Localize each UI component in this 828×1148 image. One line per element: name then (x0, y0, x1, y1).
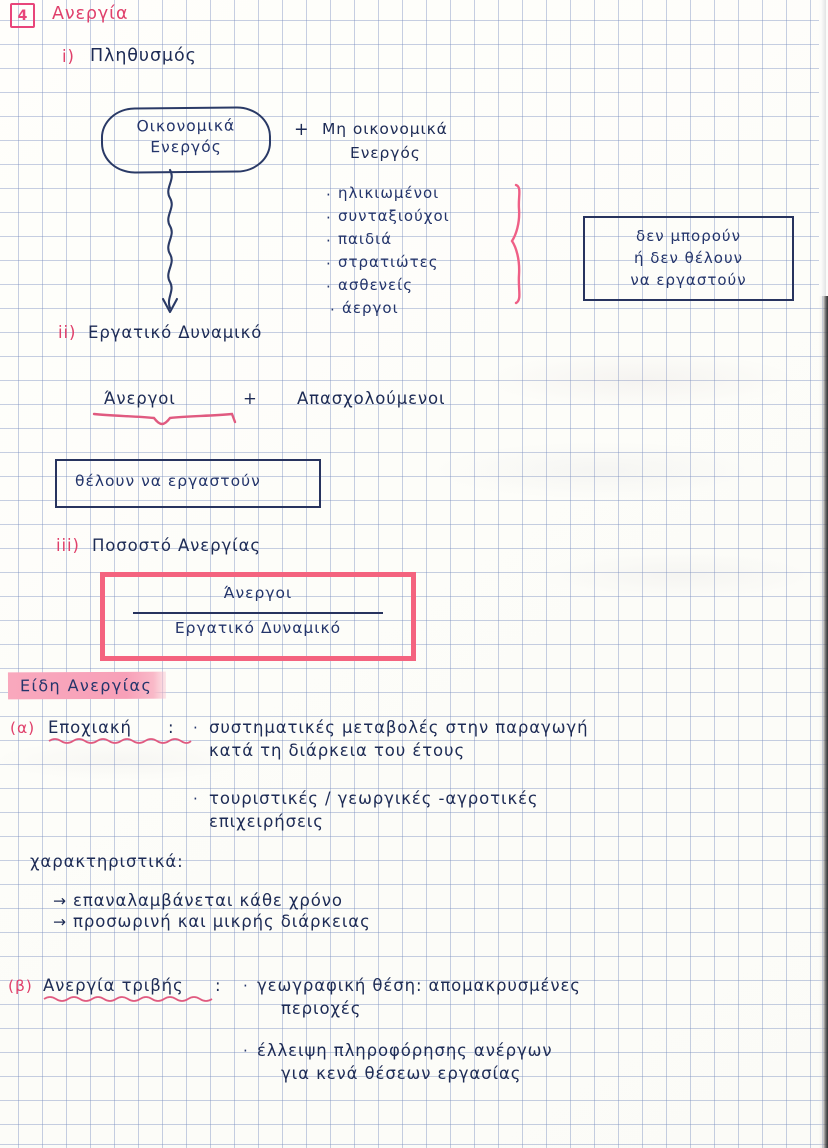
term-unemployed: Άνεργοι (104, 389, 176, 408)
bullet-dot: · (193, 719, 198, 737)
type-a-marker: (α) (10, 719, 36, 737)
section-i-marker: i) (62, 47, 75, 66)
plus-sign-population: + (294, 120, 310, 140)
bullet-dot: · (243, 977, 248, 995)
type-b-bullet-1-line-1: για κενά θέσεων εργασίας (281, 1064, 522, 1083)
type-b-colon: : (215, 976, 222, 995)
bullet-item-2: παιδιά (338, 230, 393, 248)
note-box-line-0: δεν μπορούν (636, 227, 741, 245)
type-b-name: Ανεργία τριβής (43, 976, 184, 995)
page-title: Ανεργία (52, 4, 129, 24)
oval-economically-active: Οικονομικά Ενεργός (100, 106, 272, 174)
bullet-item-4: ασθενείς (338, 276, 414, 294)
non-active-line-2: Ενεργός (350, 144, 421, 162)
bullet-dot: · (326, 209, 331, 227)
bullet-dot: · (326, 278, 331, 296)
section-number-badge: 4 (10, 3, 35, 28)
note-box-line-2: να εργαστούν (630, 271, 747, 289)
bullet-dot: · (326, 186, 331, 204)
non-active-line-1: Μη οικονομικά (322, 120, 448, 138)
oval-line-2: Ενεργός (150, 137, 222, 157)
red-brace-icon (510, 183, 521, 305)
note-box-cannot-or-will-not-work: δεν μπορούν ή δεν θέλουν να εργαστούν (583, 216, 794, 301)
type-b-bullet-1-line-0: έλλειψη πληροφόρησης ανέργων (257, 1041, 553, 1060)
type-a-bullet-0-line-0: συστηματικές μεταβολές στην παραγωγή (209, 718, 589, 737)
type-a-trait-0-arrow: → (53, 892, 67, 910)
section-iii-marker: iii) (56, 536, 80, 555)
bullet-dot: · (326, 232, 331, 250)
type-a-bullet-1-line-0: τουριστικές / γεωργικές -αγροτικές (209, 789, 539, 808)
bullet-item-5: άεργοι (342, 299, 399, 317)
type-a-bullet-0-line-1: κατά τη διάρκεια του έτους (209, 741, 466, 760)
section-ii-marker: ii) (58, 323, 77, 342)
type-b-bullet-0-line-0: γεωγραφική θέση: απομακρυσμένες (257, 976, 581, 995)
fraction-bar (133, 612, 383, 614)
type-a-trait-1-arrow: → (53, 913, 67, 931)
fraction-numerator: Άνεργοι (223, 584, 293, 602)
type-a-trait-0: επαναλαμβάνεται κάθε χρόνο (73, 891, 343, 910)
oval-line-1: Οικονομικά (136, 116, 236, 136)
page-edge-shadow (819, 0, 828, 1148)
type-b-marker: (β) (8, 977, 33, 995)
fraction-denominator: Εργατικό Δυναμικό (174, 619, 342, 637)
bullet-item-3: στρατιώτες (338, 253, 439, 271)
bullet-dot: · (330, 301, 335, 319)
section-i-label: Πληθυσμός (90, 46, 197, 66)
plus-sign-labour-force: + (243, 389, 258, 408)
type-a-traits-label: χαρακτηριστικά: (30, 852, 184, 871)
bullet-dot: · (326, 255, 331, 273)
wavy-down-arrow-icon (161, 168, 179, 314)
type-b-bullet-0-line-1: περιοχές (281, 999, 362, 1018)
section-ii-label: Εργατικό Δυναμικό (88, 323, 263, 342)
unemployment-rate-formula-box: Άνεργοι Εργατικό Δυναμικό (100, 572, 416, 661)
red-underbrace-icon (92, 412, 237, 426)
type-a-bullet-1-line-1: επιχειρήσεις (209, 812, 324, 831)
type-a-wavy-underline (48, 738, 192, 744)
term-employed: Απασχολούμενοι (297, 389, 446, 408)
page-edge-top-gap-shade (821, 0, 826, 296)
type-a-trait-1: προσωρινή και μικρής διάρκειας (73, 912, 371, 931)
bullet-item-1: συνταξιούχοι (338, 207, 450, 225)
section-iii-label: Ποσοστό Ανεργίας (92, 536, 261, 555)
type-a-colon: : (168, 718, 175, 737)
bullet-dot: · (243, 1042, 248, 1060)
type-b-wavy-underline (43, 996, 213, 1002)
type-a-name: Εποχιακή (48, 718, 132, 737)
types-of-unemployment-banner: Είδη Ανεργίας (7, 671, 167, 700)
note-box-want-to-work: θέλουν να εργαστούν (55, 459, 321, 508)
bullet-item-0: ηλικιωμένοι (338, 184, 440, 202)
page-edge-top-gap (819, 0, 828, 296)
note-box-line-1: ή δεν θέλουν (633, 249, 744, 267)
note-box-want-to-work-text: θέλουν να εργαστούν (75, 472, 261, 490)
bullet-dot: · (193, 790, 198, 808)
